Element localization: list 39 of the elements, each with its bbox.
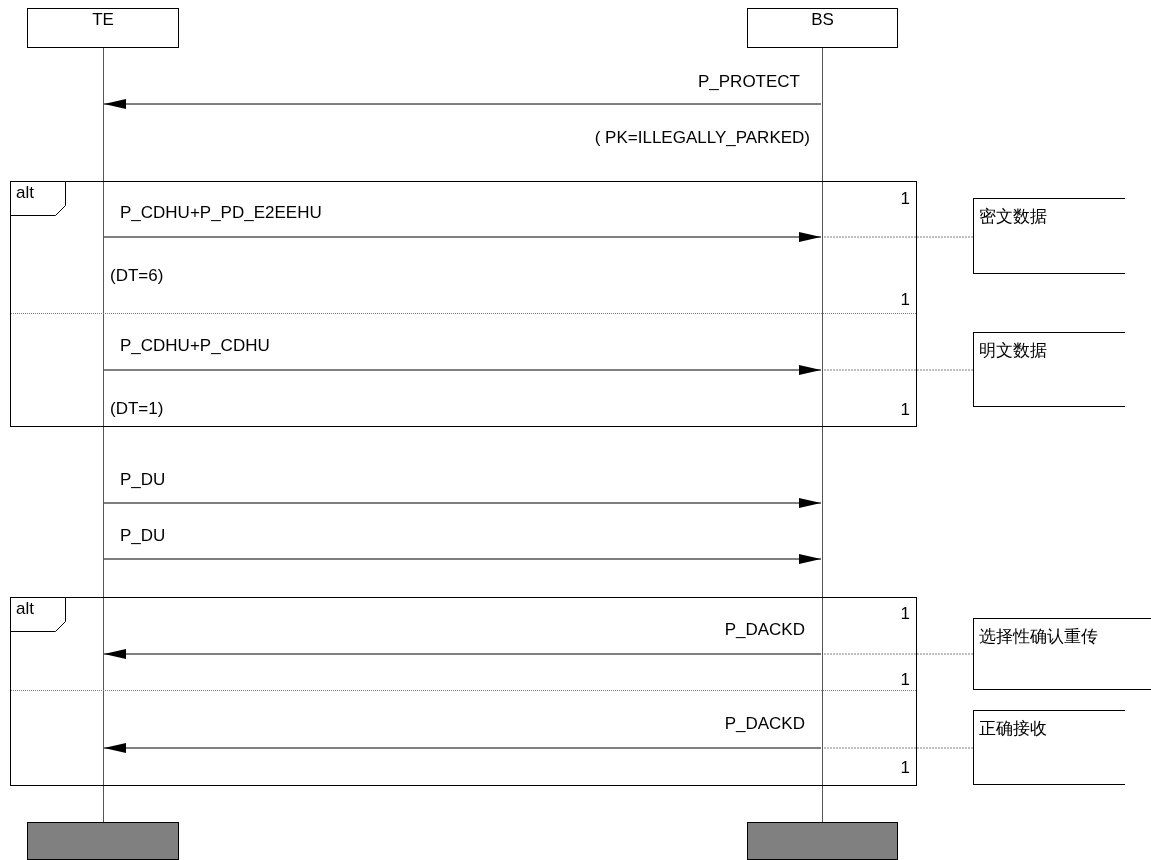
message-arrow — [103, 232, 822, 242]
leader-line — [822, 653, 974, 655]
message-arrow — [103, 365, 822, 375]
edge-label: P_DU — [120, 470, 166, 490]
parameter-text: (DT=6) — [110, 266, 164, 286]
multiplicity-number: 1 — [900, 604, 910, 624]
message-arrow — [103, 498, 822, 508]
message-arrow — [103, 554, 822, 564]
multiplicity-number: 1 — [900, 758, 910, 778]
operator-tab: alt — [10, 181, 66, 216]
leader-line — [822, 369, 974, 371]
edge-label: P_PROTECT — [697, 72, 800, 92]
multiplicity-number: 1 — [900, 670, 910, 690]
message-arrow — [103, 649, 822, 659]
edge-label: P_CDHU+P_PD_E2EEHU — [120, 203, 322, 223]
participant-box: TE — [27, 8, 179, 48]
parameter-text: (DT=1) — [110, 399, 164, 419]
multiplicity-number: 1 — [900, 189, 910, 209]
leader-line — [822, 747, 974, 749]
parameter-text: ( PK=ILLEGALLY_PARKED) — [594, 128, 810, 148]
note-box: 正确接收 — [973, 710, 1125, 785]
note-box: 密文数据 — [973, 198, 1125, 274]
note-box: 明文数据 — [973, 332, 1125, 407]
leader-line — [822, 236, 974, 238]
operator-tab: alt — [10, 597, 66, 632]
edge-label: P_DU — [120, 526, 166, 546]
lifeline-end-box — [747, 822, 898, 860]
note-box: 选择性确认重传 — [973, 618, 1151, 690]
multiplicity-number: 1 — [900, 290, 910, 310]
multiplicity-number: 1 — [900, 400, 910, 420]
edge-label: P_DACKD — [724, 620, 805, 640]
message-arrow — [103, 99, 822, 109]
participant-box: BS — [747, 8, 898, 48]
edge-label: P_CDHU+P_CDHU — [120, 336, 270, 356]
edge-label: P_DACKD — [724, 714, 805, 734]
message-arrow — [103, 743, 822, 753]
lifeline-end-box — [27, 822, 179, 860]
lifeline — [822, 48, 823, 822]
lifeline — [103, 48, 104, 822]
